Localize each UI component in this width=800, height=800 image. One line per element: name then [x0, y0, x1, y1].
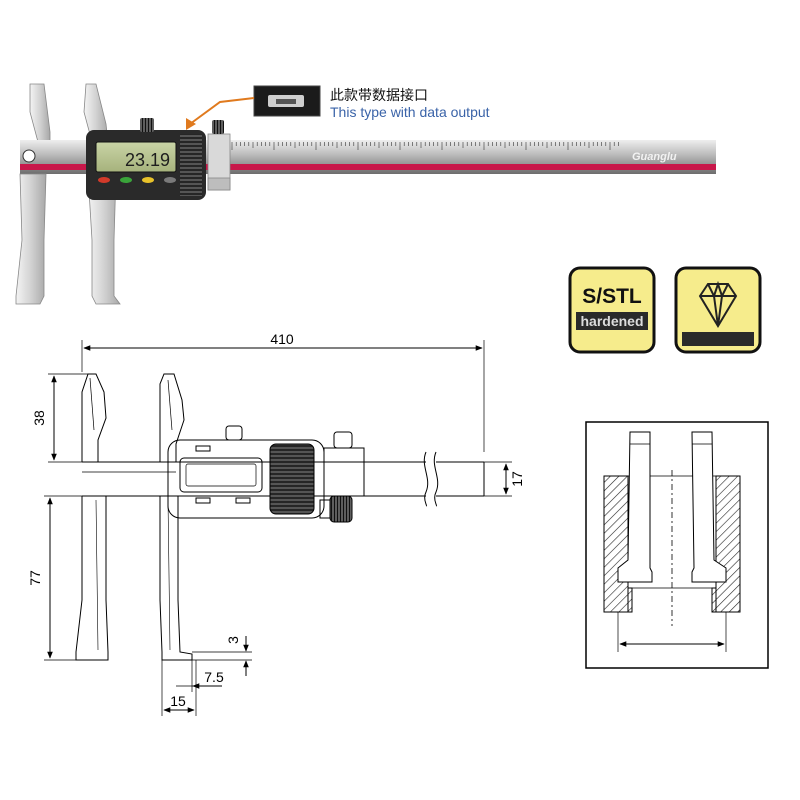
drawing-fine-adjust-icon	[329, 495, 353, 523]
zero-button[interactable]	[142, 177, 154, 183]
workpiece-left-wall	[603, 475, 629, 613]
groove-measurement-inset	[585, 421, 769, 669]
workpiece-floor-right	[711, 587, 717, 613]
dim-tip-width: 7.5	[204, 669, 224, 685]
on-button[interactable]	[120, 177, 132, 183]
badge-text-bottom: hardened	[580, 313, 643, 329]
dim-jaw-lower: 77	[27, 570, 43, 586]
dim-tip-offset: 15	[170, 693, 186, 709]
drawing-movable-jaw-lower	[159, 496, 193, 661]
drawing-knurl	[269, 443, 315, 515]
dim-total-length: 410	[270, 331, 294, 347]
dim-beam-width: 17	[509, 471, 525, 487]
brand-logo: Guanglu	[632, 151, 677, 163]
drawing-movable-jaw-upper	[159, 373, 185, 462]
beam-logo-icon	[22, 149, 36, 163]
drawing-beam	[82, 461, 485, 497]
fixed-jaw-upper	[29, 83, 51, 143]
material-badge: S/STL hardened	[568, 266, 656, 354]
technical-drawing	[44, 340, 512, 716]
callout-arrowhead	[186, 118, 196, 130]
lcd-reading: 23.19	[125, 150, 170, 170]
diamond-icon	[698, 280, 738, 328]
dimension-labels: 410 38 17 77 3 7.5 15	[27, 331, 525, 709]
break-symbol	[423, 451, 439, 507]
clamp-foot	[207, 177, 231, 191]
inset-frame	[585, 421, 769, 669]
clamp-screw-icon	[212, 120, 224, 134]
unit-button[interactable]	[164, 177, 176, 183]
caption-chinese: 此款带数据接口	[330, 87, 428, 103]
thumb-roller-icon	[140, 118, 154, 132]
fixed-jaw-lower	[15, 173, 47, 305]
product-photo: Guanglu 23.19 此款带数据接口 This type with dat…	[15, 83, 716, 305]
badge-text-top: S/STL	[582, 285, 642, 308]
drawing-fixed-jaw-lower	[75, 496, 109, 661]
drawing-roller-icon	[225, 425, 243, 441]
lcd-screen	[95, 141, 177, 173]
drawing-clamp-screw-icon	[333, 431, 353, 449]
diamond-badge	[674, 266, 762, 354]
slider-knurl	[180, 134, 202, 196]
drawing-lcd	[179, 457, 263, 493]
inset-right-jaw	[691, 431, 727, 583]
dim-jaw-upper: 38	[31, 410, 47, 426]
display-buttons	[98, 177, 176, 183]
drawing-clamp	[323, 447, 365, 497]
inset-left-jaw	[617, 431, 653, 583]
workpiece-floor-left	[627, 587, 633, 613]
port-slot	[276, 99, 296, 104]
beam-stripe	[20, 164, 716, 170]
callout-arrow	[189, 97, 255, 125]
workpiece-right-wall	[715, 475, 741, 613]
scale-ticks	[231, 142, 619, 150]
caption-english: This type with data output	[330, 104, 490, 120]
drawing-fixed-jaw-upper	[81, 373, 107, 462]
off-button[interactable]	[98, 177, 110, 183]
dim-tip-thickness: 3	[225, 636, 241, 644]
